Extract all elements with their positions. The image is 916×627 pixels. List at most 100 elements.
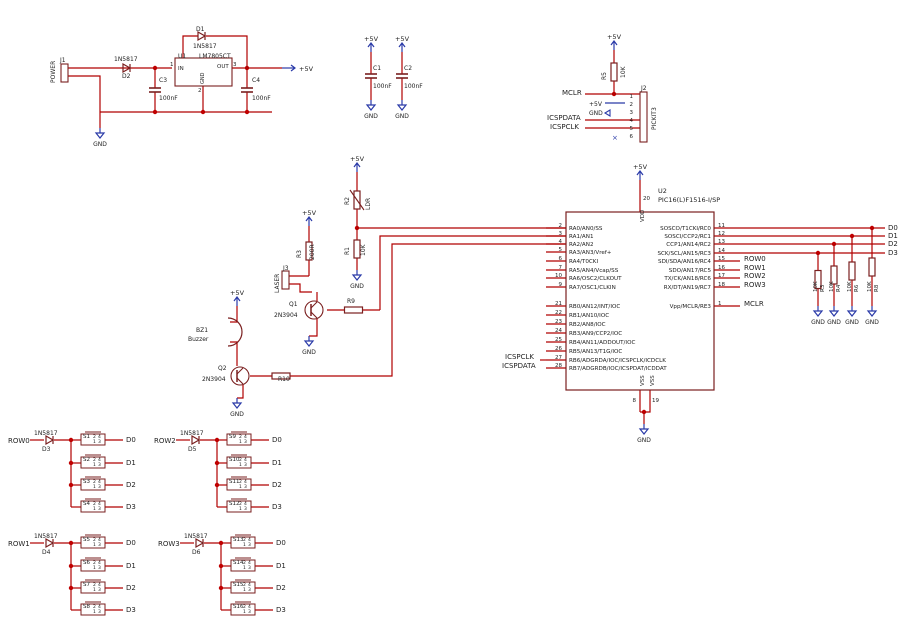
component-layer <box>45 30 878 616</box>
gnd-label: GND <box>302 349 316 356</box>
d1-ref: D1 <box>196 26 205 33</box>
diode-icon <box>45 434 55 446</box>
mcu-pin-name: RB3/AN9/CCP2/IOC <box>569 331 622 337</box>
wire-d1-a <box>182 35 198 68</box>
switch-pin: 3 <box>244 439 247 445</box>
transistor-icon <box>304 300 324 320</box>
switch-pin: 2 <box>239 501 242 507</box>
keypad-diode-value: 1N5817 <box>34 533 58 540</box>
j2-icspdata-label: ICSPDATA <box>547 114 581 122</box>
mcu-pin-name: SCK/SCL/AN15/RC3 <box>657 251 711 257</box>
ground-icon <box>812 310 824 317</box>
pulldown-ref: R8 <box>874 284 880 292</box>
vss-pin: 8 <box>633 398 637 404</box>
wire-d1-b <box>206 35 248 68</box>
push-switch-icon <box>80 433 106 446</box>
keypad-col-label: D1 <box>126 459 136 467</box>
vss-pin: 19 <box>652 398 659 404</box>
vcc-label: +5V <box>350 155 365 163</box>
junction-dot <box>68 585 74 591</box>
switch-pin: 1 <box>93 439 96 445</box>
switch-pin: 1 <box>93 587 96 593</box>
keypad-col-label: D1 <box>126 562 136 570</box>
switch-ref: S12 <box>229 501 240 507</box>
switch-pin: 1 <box>243 609 246 615</box>
push-switch-icon <box>226 500 252 513</box>
j1-value: POWER <box>50 61 57 83</box>
gnd-label: GND <box>230 411 244 418</box>
wire-vss-b <box>640 390 651 413</box>
keypad-diode-ref: D4 <box>42 549 51 556</box>
decoupling-value: 100nF <box>373 83 392 90</box>
keypad-diode-value: 1N5817 <box>184 533 208 540</box>
wire-ra1 <box>379 235 566 310</box>
ground-icon <box>94 132 106 139</box>
mcu-pin-num: 23 <box>555 319 562 325</box>
u1-pin-in: IN <box>178 66 184 72</box>
c4-ref: C4 <box>252 77 260 84</box>
switch-ref: S1 <box>83 434 90 440</box>
mcu-pin-num: 22 <box>555 310 562 316</box>
wire-q1-e <box>309 319 318 337</box>
mcu-body <box>565 211 715 391</box>
ground-icon <box>396 104 408 111</box>
transistor-emitter <box>236 377 244 385</box>
j2-pin-num: 6 <box>630 134 634 140</box>
push-switch-icon <box>80 581 106 594</box>
switch-pin: 1 <box>243 587 246 593</box>
switch-pin: 1 <box>93 565 96 571</box>
connector-icon <box>60 63 69 83</box>
u1-pin-2: 2 <box>198 88 202 94</box>
mcu-pin-num: 14 <box>718 248 725 254</box>
j2-pin-num: 3 <box>630 110 634 116</box>
mcu-pin-name: RA1/AN1 <box>569 234 594 240</box>
keypad-row-label: ROW3 <box>158 540 180 548</box>
switch-pin: 3 <box>98 462 101 468</box>
gnd-label: GND <box>364 113 378 120</box>
mcu-pin-num: 16 <box>718 265 725 271</box>
switch-pin: 3 <box>244 462 247 468</box>
junction-dot <box>218 585 224 591</box>
mcu-pin-name: Vpp/MCLR/RE3 <box>670 304 712 310</box>
ldr-light-icon <box>349 189 365 211</box>
push-switch-icon <box>80 603 106 616</box>
pulldown-ref: R3 <box>820 284 826 292</box>
keypad-col-label: D0 <box>126 539 136 547</box>
switch-pin: 3 <box>98 565 101 571</box>
switch-pin: 2 <box>239 434 242 440</box>
pulldown-value: 10K <box>813 281 819 292</box>
vcc-label: +5V <box>302 209 317 217</box>
switch-pin: 2 <box>93 457 96 463</box>
mcu-pin-num: 6 <box>559 256 563 262</box>
gnd-label: GND <box>827 319 841 326</box>
switch-pin: 1 <box>239 462 242 468</box>
switch-pin: 3 <box>244 506 247 512</box>
switch-pin: 3 <box>248 565 251 571</box>
mcu-row-label: ROW2 <box>744 272 766 280</box>
vcc-arrow-icon <box>398 42 406 48</box>
switch-pin: 3 <box>98 484 101 490</box>
mcu-col-label: D0 <box>888 224 898 232</box>
r2-value: LDR <box>365 198 372 210</box>
q2-value: 2N3904 <box>202 376 226 383</box>
mcu-pin-name: RA0/AN0/SS <box>569 226 603 232</box>
j2-icspclk-label: ICSPCLK <box>550 123 579 131</box>
no-connect-icon: × <box>612 134 618 142</box>
j2-mclr-label: MCLR <box>562 89 582 97</box>
keypad-diode-value: 1N5817 <box>180 430 204 437</box>
junction-dot <box>214 437 220 443</box>
junction-dot <box>218 563 224 569</box>
diode-icon <box>195 537 205 549</box>
switch-pin: 4 <box>98 501 101 507</box>
keypad-col-label: D2 <box>126 584 136 592</box>
mcu-pin-name: RA3/AN3/Vref+ <box>569 250 612 256</box>
push-switch-icon <box>230 581 256 594</box>
gnd-label: GND <box>350 283 364 290</box>
mcu-pin-name: RB0/AN12/INT/IOC <box>569 304 620 310</box>
pulldown-ref: R6 <box>854 284 860 292</box>
switch-pin: 2 <box>93 479 96 485</box>
vcc-arrow-icon <box>233 296 241 302</box>
switch-pin: 1 <box>239 506 242 512</box>
mcu-ref: U2 <box>658 187 667 195</box>
mcu-pin-num: 1 <box>718 301 722 307</box>
